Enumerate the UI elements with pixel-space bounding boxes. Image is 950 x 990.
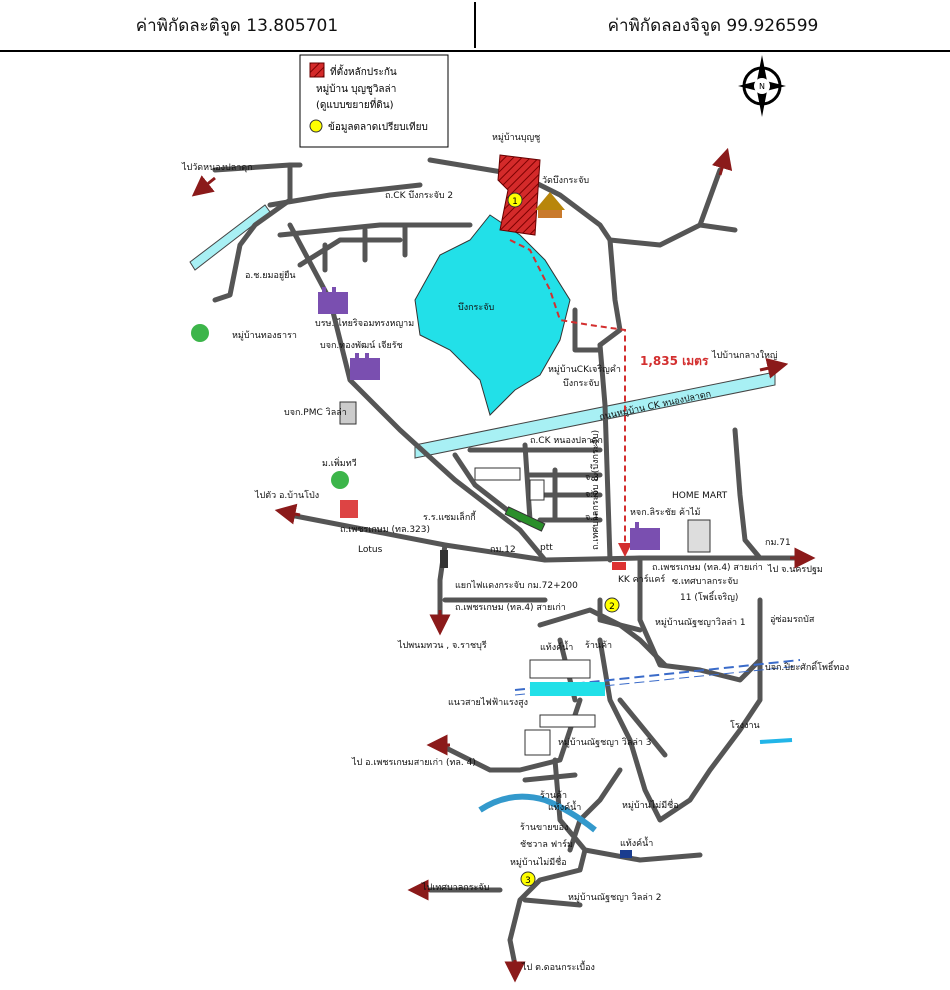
label-to-phetkasem: ไป อ.เพชรเกษมสายเก่า (ทล. 4)	[351, 757, 476, 768]
temple-icon	[535, 192, 565, 218]
label-village-3: หมู่บ้านณัฐชญา วิลล่า 3	[558, 737, 652, 748]
label-pmc: บจก.PMC วิลล่า	[284, 407, 347, 418]
label-road-phet-right: ถ.เพชรเกษม (ทล.4) สายเก่า	[652, 563, 763, 573]
svg-text:1: 1	[512, 197, 518, 207]
label-village-nameless2: หมู่บ้านไม่มีชื่อ	[510, 855, 567, 868]
label-to-tessaban: ไปเทศบาลกระจับ	[421, 882, 490, 893]
label-beung-sub: บึงกระจับ	[563, 378, 599, 389]
label-kk: KK คาร์แคร์	[618, 573, 665, 585]
legend-comparable-label: ข้อมูลตลาดเปรียบเทียบ	[328, 121, 428, 133]
latitude-label: ค่าพิกัดละติจูด 13.805701	[135, 15, 339, 36]
route-dashed	[509, 239, 632, 557]
svg-text:N: N	[759, 82, 765, 91]
factory-icon-3	[630, 522, 660, 550]
legend-subject-line3: (ดูแบบขยายที่ดิน)	[316, 97, 394, 111]
label-km71: กม.71	[765, 538, 791, 548]
label-road-tessaban: ถ.เทศบาลกระจับ 8 (บึงกระจับ)	[590, 430, 601, 550]
direction-arrows	[191, 147, 816, 983]
label-factory: โรงงาน	[730, 720, 760, 731]
label-village-ck: หมู่บ้านCKเจริญคำ	[548, 364, 621, 375]
label-to-nakhon: ไป จ.นครปฐม	[767, 564, 823, 575]
label-to-wat-nong: ไปวัดหนองปลาดุก	[181, 162, 253, 173]
label-pond: บึงกระจับ	[458, 302, 494, 313]
lotus-icon	[340, 500, 358, 518]
label-tire: อู่ซ่อมรถบัส	[770, 615, 815, 625]
kk-carcare-icon	[612, 562, 626, 570]
stream	[478, 793, 597, 833]
label-village-nameless: หมู่บ้านไม่มีชื่อ	[622, 798, 679, 811]
map-labels: หมู่บ้านบุญชู วัดบึงกระจับ ไปวัดหนองปลาด…	[181, 132, 849, 973]
label-school-a: บรษ. ไทยริจอมทรงหญาม	[315, 318, 414, 329]
label-ck-nong: ถ.CK หนองปลาดุก	[530, 436, 603, 446]
label-school-b: บจก.ทองพัฒน์ เจียรัช	[320, 339, 403, 351]
legend-subject-line1: ที่ตั้งหลักประกัน	[330, 64, 397, 78]
comparable-marker-1: 1	[507, 192, 523, 208]
label-phrae: 11 (โพธิ์เจริญ)	[680, 590, 738, 603]
compass-rose: N	[738, 55, 786, 117]
label-tank-c: แท้งค์น้ำ	[548, 800, 581, 813]
svg-text:2: 2	[609, 602, 615, 612]
irrigation-canal	[189, 204, 776, 459]
label-tank-d: แท้งค์น้ำ	[620, 836, 653, 849]
traffic-light-icon	[440, 550, 448, 568]
label-ptt: ptt	[540, 543, 553, 553]
label-rs-school: ร.ร.แซมเล็กกี้	[423, 510, 477, 523]
label-road-beung: ซ.เทศบาลกระจับ	[672, 577, 738, 587]
legend-marker-swatch	[309, 119, 323, 133]
label-village-4: หมู่บ้านณัฐชญา วิลล่า 2	[568, 892, 662, 903]
label-temple: วัดบึงกระจับ	[542, 175, 589, 186]
label-bkk-hall: หจก.ลิระชัย ค้าไม้	[630, 507, 701, 518]
pond-shape	[414, 214, 571, 416]
label-shop-c: ร้านค้า	[540, 790, 567, 801]
label-gas: แยกไฟแดงกระจับ กม.72+200	[455, 580, 578, 591]
label-ck-beung: ถ.CK บึงกระจับ 2	[385, 190, 453, 201]
label-to-ban-pong: ไปตัว อ.บ้านโป่ง	[254, 490, 319, 501]
label-shop-b: ร้านค้า	[585, 640, 612, 651]
label-phet-road: ถ.เพชรเกษม (ทล.323)	[340, 525, 430, 535]
tank-icon	[620, 850, 632, 858]
label-to-ratchaburi: ไปพนมทวน , จ.ราชบุรี	[397, 640, 487, 651]
factory-icon	[318, 287, 348, 314]
label-shop-d: ร้านขายของ	[520, 822, 568, 833]
svg-text:3: 3	[525, 876, 531, 886]
label-village-top: หมู่บ้านบุญชู	[492, 132, 540, 143]
comparable-marker-3: 3	[520, 871, 536, 887]
label-j1: จ.1	[585, 513, 599, 523]
building-icon-2	[687, 519, 711, 553]
label-kanthu: กม.12	[490, 545, 516, 555]
label-to-bangkok: ไปบ้านกลางใหญ่	[711, 350, 778, 361]
house-icon-2	[331, 471, 349, 489]
longitude-label: ค่าพิกัดลองจิจูด 99.926599	[607, 15, 819, 36]
header-divider	[474, 2, 476, 48]
stream-right	[759, 738, 793, 744]
label-company-right: บจก.ปิยะศักดิ์โพธิ์ทอง	[765, 660, 849, 673]
coordinate-header: ค่าพิกัดละติจูด 13.805701 ค่าพิกัดลองจิจ…	[0, 0, 950, 52]
label-farm: ชัชวาล ฟาร์ม	[520, 838, 573, 850]
label-village-thong: หมู่บ้านทองธารา	[232, 330, 297, 341]
building-icon	[339, 401, 357, 425]
map-legend: ที่ตั้งหลักประกัน หมู่บ้าน บุญชูวิลล่า (…	[299, 54, 449, 148]
factory-icon-2	[350, 353, 380, 380]
label-village-2: หมู่บ้านณัฐชญาวิลล่า 1	[655, 617, 746, 628]
legend-subject-line2: หมู่บ้าน บุญชูวิลล่า	[316, 83, 396, 95]
label-moo-phun: ม.เพิ่มทวี	[322, 456, 357, 469]
distance-label: 1,835 เมตร	[640, 354, 709, 368]
label-power: แนวสายไฟฟ้าแรงสูง	[448, 697, 528, 708]
housing-blocks	[474, 467, 596, 756]
label-home-mart: HOME MART	[672, 491, 728, 501]
comparable-marker-2: 2	[604, 597, 620, 613]
label-school-top: อ.ช.ยมอยู่ยืน	[245, 270, 296, 281]
label-j2: จ.2	[585, 490, 599, 500]
label-to-don: ไป ต.ดอนกระเบื้อง	[521, 960, 595, 973]
label-shop-a: แท้งค์น้ำ	[540, 640, 573, 653]
road-network	[212, 157, 803, 968]
house-icon	[191, 324, 209, 342]
label-phet-old: ถ.เพชรเกษม (ทล.4) สายเก่า	[455, 603, 566, 613]
label-j3: จ.3	[585, 473, 599, 483]
legend-subject-swatch	[309, 62, 325, 78]
pond-small	[530, 682, 605, 696]
label-lotus: Lotus	[358, 545, 383, 555]
